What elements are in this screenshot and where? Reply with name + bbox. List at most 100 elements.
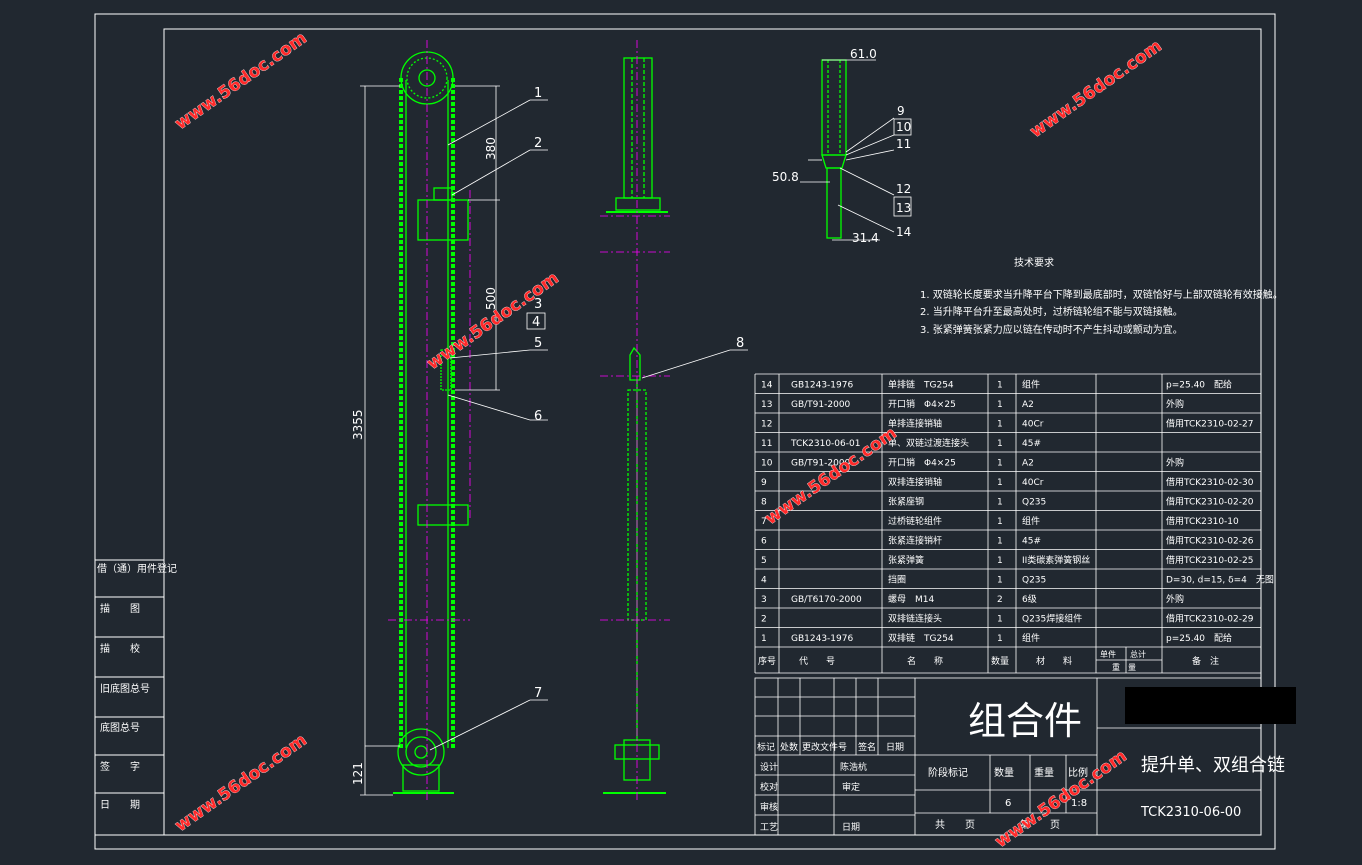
bom-row-qty: 1 bbox=[997, 537, 1003, 547]
balloon-11: 11 bbox=[896, 137, 911, 151]
dim-61: 61.0 bbox=[850, 47, 877, 61]
bom-row-qty: 1 bbox=[997, 459, 1003, 469]
bom-row-name: 双排链连接头 bbox=[888, 613, 942, 625]
watermark-text: www.56doc.com bbox=[423, 268, 562, 374]
bom-table bbox=[754, 373, 1262, 674]
bom-row-code: TCK2310-06-01 bbox=[790, 439, 860, 449]
bom-row-no: 2 bbox=[761, 615, 767, 625]
bom-header-qty: 数量 bbox=[991, 655, 1009, 667]
dim-3355: 3355 bbox=[351, 409, 365, 440]
dim-121: 121 bbox=[351, 762, 365, 785]
drawing-code: TCK2310-06-00 bbox=[1140, 805, 1241, 820]
bom-row-material: 组件 bbox=[1022, 379, 1040, 391]
left-registration-block bbox=[94, 559, 165, 836]
bom-row-no: 10 bbox=[761, 459, 773, 469]
bom-row-remark: p=25.40 配给 bbox=[1166, 632, 1232, 644]
left-label-0: 借（通）用件登记 bbox=[97, 562, 177, 575]
dim-50-8: 50.8 bbox=[772, 170, 799, 184]
bom-row-no: 12 bbox=[761, 420, 772, 430]
left-label-6: 日 期 bbox=[100, 799, 140, 811]
bom-row-remark: D=30, d=15, δ=4 无图 bbox=[1166, 575, 1274, 586]
bom-row-material: 组件 bbox=[1022, 632, 1040, 644]
bom-row-no: 5 bbox=[761, 556, 767, 566]
balloon-1: 1 bbox=[534, 86, 542, 101]
rev-header-3: 签名 bbox=[858, 741, 876, 753]
tech-line-1: 1. 双链轮长度要求当升降平台下降到最底部时，双链恰好与上部双链轮有效接触。 bbox=[920, 288, 1283, 301]
bom-row-remark: 外购 bbox=[1166, 593, 1184, 605]
bom-row-no: 8 bbox=[761, 498, 767, 508]
sheets-label: 共 页 bbox=[935, 819, 975, 831]
bom-row-qty: 1 bbox=[997, 420, 1003, 430]
dim-31-4: 31.4 bbox=[852, 231, 879, 245]
bom-row-material: Q235焊接组件 bbox=[1022, 613, 1082, 625]
bom-row-qty: 1 bbox=[997, 615, 1003, 625]
bom-row-code: GB1243-1976 bbox=[791, 634, 853, 644]
main-view-centerlines bbox=[388, 40, 471, 800]
rev-header-4: 日期 bbox=[886, 742, 904, 753]
quantity-value: 6 bbox=[1005, 798, 1011, 809]
main-view-chain bbox=[393, 51, 469, 794]
bom-row-qty: 2 bbox=[997, 595, 1003, 605]
bom-header-unit: 单件 bbox=[1100, 649, 1116, 659]
bom-row-code: GB/T91-2000 bbox=[791, 400, 851, 410]
bom-row-code: GB1243-1976 bbox=[791, 381, 853, 391]
detail-view-dims bbox=[800, 59, 912, 241]
bom-row-name: 开口销 Φ4×25 bbox=[888, 398, 956, 410]
bom-header-total: 总计 bbox=[1130, 649, 1146, 659]
bom-row-material: 组件 bbox=[1022, 515, 1040, 527]
bom-header-code: 代 号 bbox=[799, 656, 835, 667]
bom-row-name: 张紧弹簧 bbox=[888, 554, 924, 566]
bom-row-remark: 借用TCK2310-02-27 bbox=[1166, 418, 1253, 430]
bom-row-qty: 1 bbox=[997, 400, 1003, 410]
bom-row-material: 40Cr bbox=[1022, 478, 1044, 488]
balloon-13: 13 bbox=[896, 201, 911, 215]
watermark-text: www.56doc.com bbox=[991, 746, 1130, 852]
weight-label: 重量 bbox=[1034, 766, 1054, 779]
bom-row-name: 双排连接销轴 bbox=[888, 476, 942, 488]
review-label: 审核 bbox=[760, 801, 778, 813]
bom-row-code: GB/T91-2000 bbox=[791, 459, 851, 469]
bom-row-name: 单排连接销轴 bbox=[888, 418, 942, 430]
redacted-box bbox=[1125, 687, 1296, 724]
sheet-label: 第 页 bbox=[1020, 818, 1060, 831]
balloon-7: 7 bbox=[534, 686, 542, 701]
bom-row-material: A2 bbox=[1022, 459, 1034, 469]
balloon-5: 5 bbox=[534, 336, 542, 351]
bom-row-remark: 借用TCK2310-02-20 bbox=[1166, 496, 1254, 508]
side-view bbox=[603, 57, 668, 794]
bom-row-qty: 1 bbox=[997, 556, 1003, 566]
balloon-3: 3 bbox=[534, 297, 542, 312]
bom-row-no: 14 bbox=[761, 381, 773, 391]
dim-500: 500 bbox=[484, 287, 498, 310]
bom-row-remark: 借用TCK2310-02-29 bbox=[1166, 613, 1254, 625]
bom-row-remark: 外购 bbox=[1166, 457, 1184, 469]
scale-label: 比例 bbox=[1068, 766, 1088, 779]
balloon-12: 12 bbox=[896, 182, 911, 196]
left-label-1: 描 图 bbox=[100, 602, 140, 615]
bom-row-no: 3 bbox=[761, 595, 767, 605]
rev-header-2: 更改文件号 bbox=[802, 741, 847, 753]
bom-row-name: 过桥链轮组件 bbox=[888, 515, 942, 527]
bom-row-qty: 1 bbox=[997, 634, 1003, 644]
watermark-text: www.56doc.com bbox=[171, 28, 310, 134]
process-label: 工艺 bbox=[760, 822, 778, 833]
bom-row-name: 开口销 Φ4×25 bbox=[888, 457, 956, 469]
bom-row-name: 张紧连接销杆 bbox=[888, 535, 942, 547]
designer-name: 陈浩杭 bbox=[840, 761, 867, 773]
bom-row-name: 张紧座钢 bbox=[888, 496, 924, 508]
bom-row-name: 螺母 M14 bbox=[888, 594, 934, 605]
date-label: 日期 bbox=[842, 822, 860, 833]
bom-row-no: 9 bbox=[761, 478, 767, 488]
drawing-name: 提升单、双组合链 bbox=[1141, 755, 1285, 776]
bom-row-qty: 1 bbox=[997, 381, 1003, 391]
bom-row-qty: 1 bbox=[997, 576, 1003, 586]
bom-row-name: 单、双链过渡连接头 bbox=[888, 437, 969, 449]
bom-row-material: II类碳素弹簧钢丝 bbox=[1022, 554, 1090, 566]
bom-row-qty: 1 bbox=[997, 478, 1003, 488]
bom-row-no: 4 bbox=[761, 576, 767, 586]
bom-header-name: 名 称 bbox=[907, 655, 943, 667]
left-label-3: 旧底图总号 bbox=[100, 682, 150, 695]
bom-row-remark: 借用TCK2310-10 bbox=[1166, 515, 1239, 527]
bom-header-remark: 备 注 bbox=[1192, 655, 1219, 667]
